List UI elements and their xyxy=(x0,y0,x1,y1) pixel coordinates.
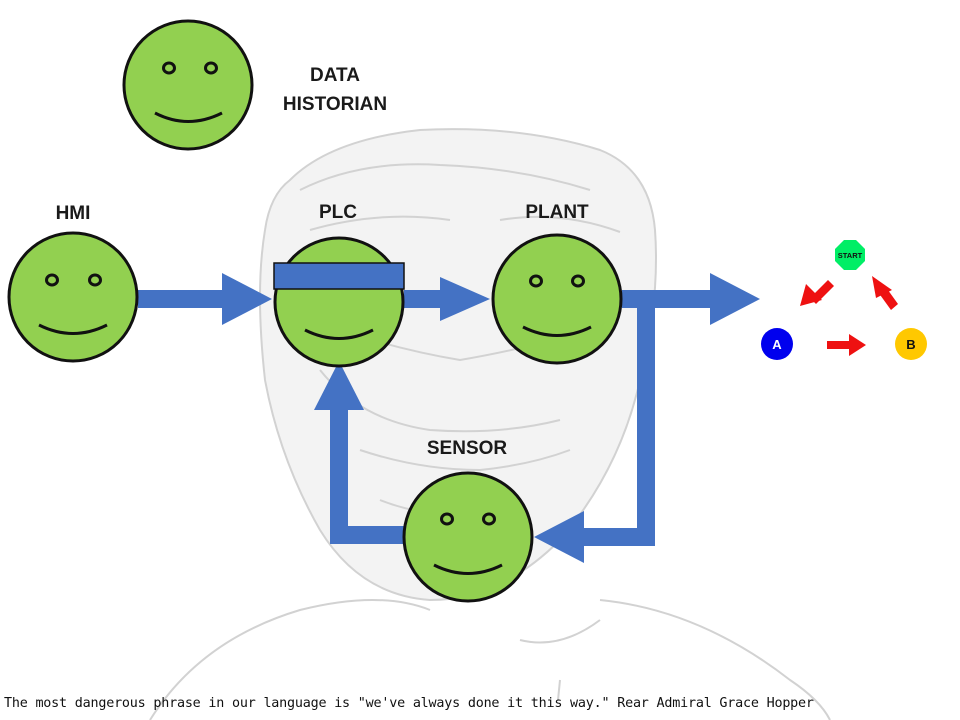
plc-label: PLC xyxy=(319,202,357,223)
start-label: START xyxy=(838,251,863,260)
arrow-plant-to-sensor xyxy=(534,298,655,563)
grace-hopper-quote: The most dangerous phrase in our languag… xyxy=(4,696,814,711)
cycle-legend: START A B xyxy=(761,240,927,360)
arrow-sensor-to-plc xyxy=(314,361,404,544)
background-portrait-sketch xyxy=(149,128,831,720)
sensor-face xyxy=(402,471,534,603)
arrow-hmi-to-plc xyxy=(138,273,272,325)
data-historian-face xyxy=(122,19,254,151)
plant-label: PLANT xyxy=(525,202,589,223)
hmi-label: HMI xyxy=(56,203,91,224)
node-a-circle xyxy=(761,328,793,360)
data-historian-label-line1: DATA xyxy=(310,65,360,86)
data-historian-label-line2: HISTORIAN xyxy=(283,94,387,115)
start-octagon xyxy=(835,240,865,270)
node-a-label: A xyxy=(772,337,782,352)
plant-face xyxy=(491,233,623,365)
arrow-a-to-b xyxy=(827,334,866,356)
hmi-face xyxy=(7,231,139,363)
arrow-plc-to-plant xyxy=(404,277,490,321)
sensor-label: SENSOR xyxy=(427,438,508,459)
plc-blindfold-band xyxy=(273,262,405,290)
node-b-label: B xyxy=(906,337,915,352)
arrow-start-to-a xyxy=(800,280,834,306)
plc-face xyxy=(273,236,405,368)
flow-arrows xyxy=(138,273,760,563)
node-b-circle xyxy=(895,328,927,360)
arrow-b-to-start xyxy=(872,276,898,310)
